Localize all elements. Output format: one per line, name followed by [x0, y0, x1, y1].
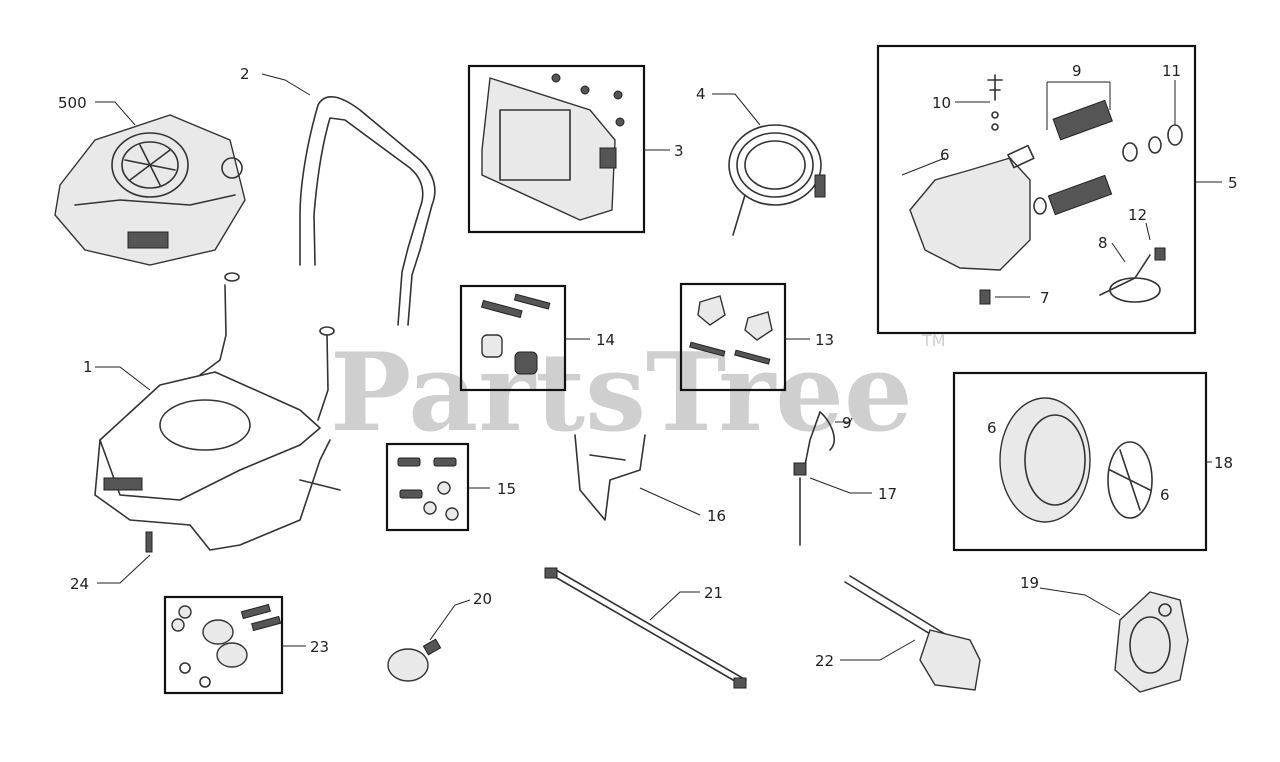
box-part-15 — [385, 442, 470, 532]
callout-6-hub: 6 — [1160, 486, 1170, 504]
spray-gun-part-22[interactable] — [844, 575, 981, 691]
callout-9: 9 — [1072, 62, 1082, 80]
callout-1: 1 — [83, 358, 93, 376]
callout-22: 22 — [815, 652, 834, 670]
valve-part-17[interactable] — [793, 411, 835, 546]
box-part-14 — [459, 284, 567, 392]
box-part-5 — [876, 44, 1197, 335]
wand-part-21[interactable] — [544, 567, 747, 689]
bolt-part-24[interactable] — [145, 531, 153, 553]
box-part-13 — [679, 282, 787, 392]
callout-17: 17 — [878, 485, 897, 503]
callout-20: 20 — [473, 590, 492, 608]
callout-18: 18 — [1214, 454, 1233, 472]
callout-23: 23 — [310, 638, 329, 656]
callout-19: 19 — [1020, 574, 1039, 592]
control-panel-part[interactable] — [481, 73, 625, 221]
callout-2: 2 — [240, 65, 250, 83]
callout-10: 10 — [932, 94, 951, 112]
callout-5: 5 — [1228, 174, 1238, 192]
hardware-kit-23[interactable] — [171, 603, 282, 688]
pump-assembly-part[interactable] — [909, 74, 1183, 305]
callout-21: 21 — [704, 584, 723, 602]
callout-11: 11 — [1162, 62, 1181, 80]
callout-13: 13 — [815, 331, 834, 349]
cover-part-19[interactable] — [1114, 591, 1189, 693]
watermark-trademark: TM — [921, 331, 946, 350]
frame-part[interactable] — [94, 272, 341, 551]
callout-15: 15 — [497, 480, 516, 498]
box-part-3 — [467, 64, 646, 234]
handle-part[interactable] — [299, 96, 436, 326]
callout-8: 8 — [1098, 234, 1108, 252]
hardware-kit-13[interactable] — [689, 295, 773, 365]
hardware-kit-15[interactable] — [397, 457, 459, 521]
holder-part-16[interactable] — [574, 434, 646, 521]
callout-6-pump: 6 — [940, 146, 950, 164]
callout-500: 500 — [58, 94, 87, 112]
hardware-kit-14[interactable] — [480, 293, 551, 375]
callout-24: 24 — [70, 575, 89, 593]
callout-16: 16 — [707, 507, 726, 525]
wheel-part[interactable] — [999, 397, 1153, 523]
hose-part[interactable] — [728, 124, 826, 236]
callout-9-valve: 9 — [842, 414, 852, 432]
callout-4: 4 — [696, 85, 706, 103]
callout-3: 3 — [674, 142, 684, 160]
nozzle-part-20[interactable] — [387, 638, 442, 682]
callout-6-wheel: 6 — [987, 419, 997, 437]
callout-12: 12 — [1128, 206, 1147, 224]
box-part-23 — [163, 595, 284, 695]
engine-part[interactable] — [54, 114, 246, 266]
callout-7: 7 — [1040, 289, 1050, 307]
watermark-text: PartsTree — [330, 330, 913, 456]
callout-14: 14 — [596, 331, 615, 349]
